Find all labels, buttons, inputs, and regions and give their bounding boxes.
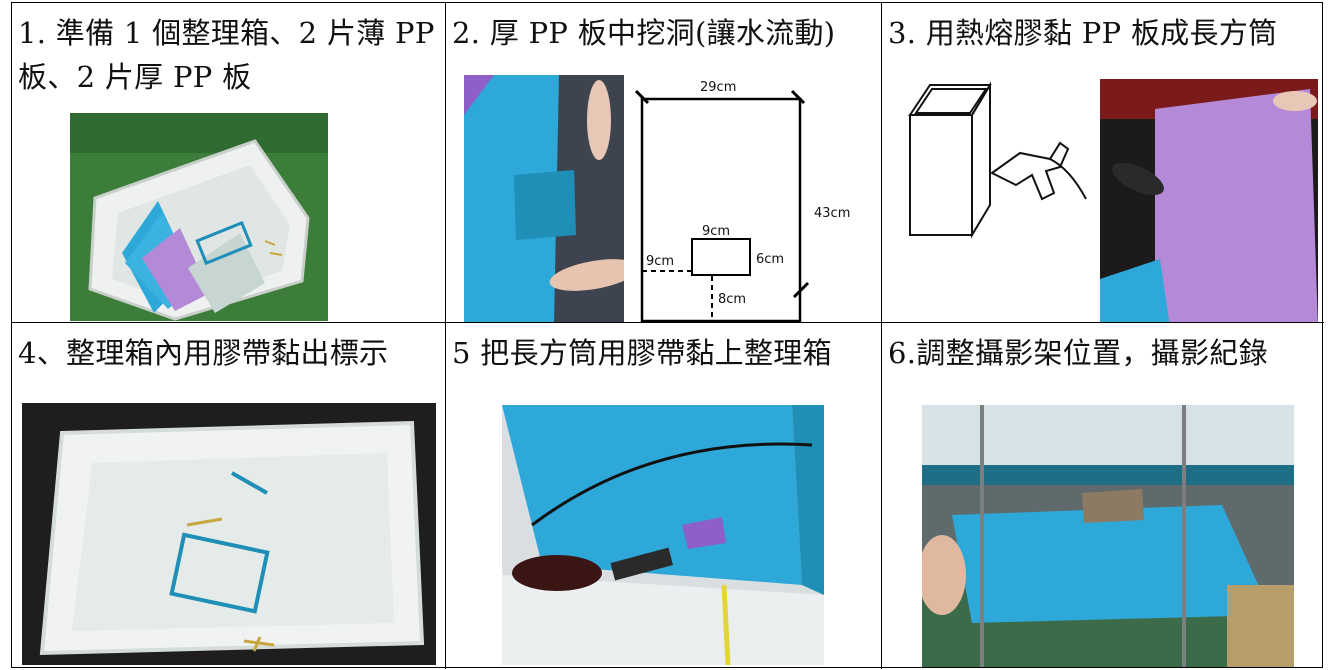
step-5-cell: 5 把長方筒用膠帶黏上整理箱 bbox=[446, 323, 882, 669]
step-4-caption: 4、整理箱內用膠帶黏出標示 bbox=[18, 336, 389, 370]
step-5-photo-attach-tube bbox=[502, 405, 824, 665]
hole-bottom-label: 8cm bbox=[718, 292, 746, 307]
step-2-dimension-diagram: 29cm 43cm 9cm 6cm 9cm 8cm bbox=[634, 80, 850, 322]
step-3-sketch-glue-gun bbox=[908, 81, 1087, 239]
step-6-photo-camera-stand bbox=[922, 405, 1294, 667]
hole-outline bbox=[691, 238, 751, 276]
hole-width-label: 9cm bbox=[702, 224, 730, 239]
step-4-photo-taped-box bbox=[22, 403, 436, 665]
step-3-caption: 3. 用熱熔膠黏 PP 板成長方筒 bbox=[888, 16, 1278, 50]
step-3-cell: 3. 用熱熔膠黏 PP 板成長方筒 bbox=[882, 3, 1324, 323]
step-4-cell: 4、整理箱內用膠帶黏出標示 bbox=[12, 323, 446, 669]
step-6-caption: 6.調整攝影架位置，攝影紀錄 bbox=[888, 336, 1268, 370]
step-1-cell: 1. 準備 1 個整理箱、2 片薄 PP 板、2 片厚 PP 板 bbox=[12, 3, 446, 323]
step-2-caption: 2. 厚 PP 板中挖洞(讓水流動) bbox=[452, 16, 836, 50]
step-1-photo-storage-box bbox=[70, 113, 328, 321]
hole-left-label: 9cm bbox=[646, 254, 674, 269]
hole-height-label: 6cm bbox=[756, 252, 784, 267]
board-outline bbox=[640, 97, 802, 322]
step-1-caption: 1. 準備 1 個整理箱、2 片薄 PP 板、2 片厚 PP 板 bbox=[18, 16, 435, 94]
step-6-cell: 6.調整攝影架位置，攝影紀錄 bbox=[882, 323, 1324, 669]
step-2-photo-cutting-board bbox=[464, 75, 624, 322]
step-5-caption: 5 把長方筒用膠帶黏上整理箱 bbox=[452, 336, 832, 370]
steps-table: 1. 準備 1 個整理箱、2 片薄 PP 板、2 片厚 PP 板 2. 厚 PP… bbox=[11, 2, 1324, 669]
board-width-label: 29cm bbox=[700, 80, 736, 95]
step-3-photo-gluing bbox=[1100, 79, 1318, 322]
step-2-cell: 2. 厚 PP 板中挖洞(讓水流動) 29cm 43cm 9cm 6cm 9cm… bbox=[446, 3, 882, 323]
board-height-label: 43cm bbox=[814, 206, 850, 221]
